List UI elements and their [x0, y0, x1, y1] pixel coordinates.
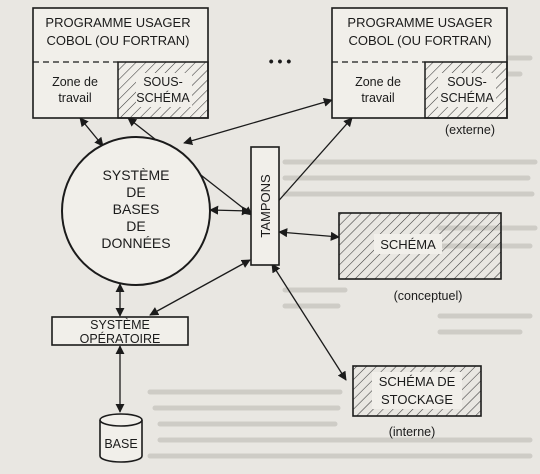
program-left-subschema-line1: SOUS- [143, 75, 183, 89]
program-left-box: PROGRAMME USAGER COBOL (OU FORTRAN) Zone… [32, 7, 209, 119]
arrow-dbms-to-buffers [209, 205, 251, 216]
arrow-os-to-buffers [149, 259, 251, 316]
os-line1: SYSTÈME [90, 317, 150, 332]
os-box: SYSTÈME OPÉRATOIRE [51, 316, 189, 346]
program-right-box: PROGRAMME USAGER COBOL (OU FORTRAN) Zone… [331, 7, 508, 119]
program-right-caption: (externe) [445, 123, 495, 137]
ellipsis-more-programs: • • • [269, 53, 292, 69]
storage-schema-box: SCHÉMA DE STOCKAGE [352, 365, 482, 417]
program-left-title-line2: COBOL (OU FORTRAN) [46, 33, 189, 48]
program-right-subschema-line2: SCHÉMA [440, 90, 494, 105]
program-right-subschema-line1: SOUS- [447, 75, 487, 89]
program-left-title-line1: PROGRAMME USAGER [45, 15, 190, 30]
connector-arrows [79, 97, 353, 413]
dbms-line3: BASES [113, 201, 160, 217]
program-left-zone-line1: Zone de [52, 75, 98, 89]
base-label: BASE [104, 437, 137, 451]
arrow-program-right-to-buffers [265, 117, 353, 216]
schema-caption: (conceptuel) [394, 289, 463, 303]
program-left-zone-line2: travail [58, 91, 91, 105]
program-left-subschema-line2: SCHÉMA [136, 90, 190, 105]
program-right-title-line1: PROGRAMME USAGER [347, 15, 492, 30]
program-right-zone-line2: travail [361, 91, 394, 105]
storage-schema-line1: SCHÉMA DE [379, 374, 456, 389]
os-line2: OPÉRATOIRE [80, 331, 161, 346]
arrow-schema-to-buffers [278, 228, 340, 241]
storage-schema-caption: (interne) [389, 425, 436, 439]
dbms-line4: DE [126, 218, 145, 234]
arrow-program-right-to-dbms [183, 97, 333, 146]
buffers-label: TAMPONS [258, 174, 273, 238]
storage-schema-line2: STOCKAGE [381, 392, 453, 407]
schema-label: SCHÉMA [380, 237, 436, 252]
dbms-line2: DE [126, 184, 145, 200]
arrow-buffers-to-storage-schema [271, 263, 347, 381]
buffers-box: TAMPONS [250, 146, 280, 266]
dbms-line1: SYSTÈME [103, 167, 170, 183]
program-right-zone-line1: Zone de [355, 75, 401, 89]
dbms-circle: SYSTÈME DE BASES DE DONNÉES [61, 136, 211, 286]
dbms-line5: DONNÉES [101, 235, 170, 251]
arrow-program-left-to-dbms [79, 117, 104, 147]
base-cylinder: BASE [99, 413, 143, 463]
schema-box: SCHÉMA [338, 212, 502, 280]
program-right-title-line2: COBOL (OU FORTRAN) [348, 33, 491, 48]
